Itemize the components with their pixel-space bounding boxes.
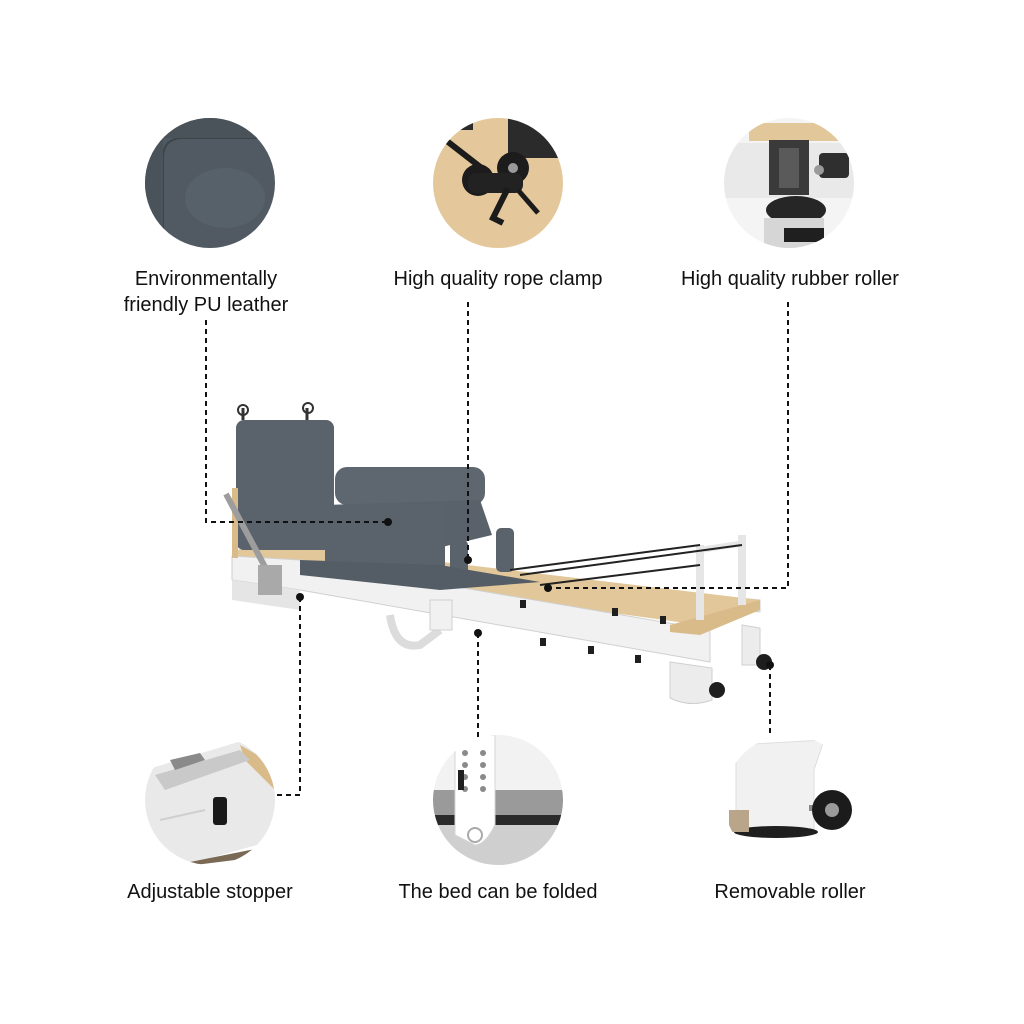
leader-dot-stopper — [296, 593, 304, 601]
folding-hinge-icon — [433, 735, 563, 865]
folding-hinge-thumbnail — [433, 735, 563, 865]
leader-dot-removable-roller — [766, 661, 774, 669]
leader-dot-leather — [384, 518, 392, 526]
adjustable-stopper-icon — [145, 735, 275, 865]
rubber-roller-icon — [724, 118, 854, 248]
rope-clamp-icon — [433, 118, 563, 248]
leader-line-stopper — [272, 597, 301, 796]
leader-line-leather — [205, 320, 388, 523]
removable-wheel-icon — [724, 735, 854, 865]
removable-roller-thumbnail — [724, 735, 854, 865]
leader-dot-rope-clamp — [464, 556, 472, 564]
rope-clamp-thumbnail — [433, 118, 563, 248]
leather-caption-line2: friendly PU leather — [123, 294, 289, 316]
leather-caption: Environmentally friendly PU leather — [56, 266, 356, 318]
rubber-roller-thumbnail — [724, 118, 854, 248]
rubber-roller-caption: High quality rubber roller — [681, 268, 899, 290]
stopper-caption: Adjustable stopper — [127, 881, 293, 903]
removable-roller-caption: Removable roller — [714, 881, 866, 903]
rope-clamp-caption: High quality rope clamp — [393, 268, 603, 290]
leather-caption-line1: Environmentally — [134, 268, 278, 290]
fold-caption: The bed can be folded — [398, 881, 598, 903]
leader-dot-fold — [474, 629, 482, 637]
leader-line-rubber-roller — [548, 302, 789, 589]
adjustable-stopper-thumbnail — [145, 735, 275, 865]
leader-dot-rubber-roller — [544, 584, 552, 592]
